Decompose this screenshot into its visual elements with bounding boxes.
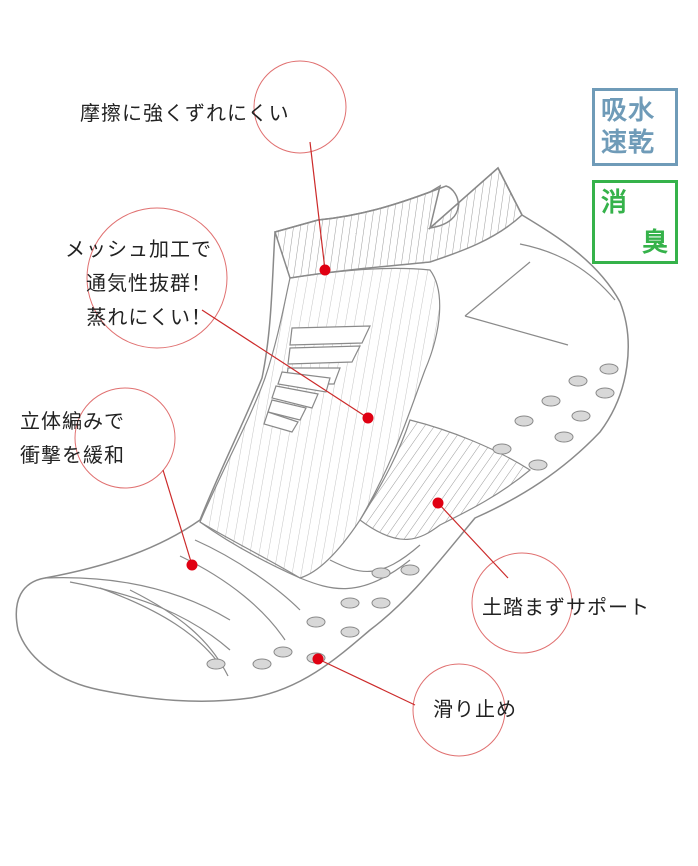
dot-grip xyxy=(312,653,324,665)
dot-cushion xyxy=(186,559,198,571)
callout-circles xyxy=(74,60,573,757)
cuff-ribbing xyxy=(274,166,523,279)
dot-shift xyxy=(319,264,331,276)
mesh-panel xyxy=(199,267,441,579)
toe-stripes xyxy=(44,521,421,677)
badge-absorb-line2: 速乾 xyxy=(601,128,656,158)
label-cushion: 立体編みで 衝撃を緩和 xyxy=(20,409,125,467)
vent-bars xyxy=(263,325,371,433)
callout-circle-shift xyxy=(253,60,347,154)
badge-deodor-line1: 消 xyxy=(601,188,629,218)
absorb-quickdry-badge: 吸水 速乾 xyxy=(592,88,678,166)
callout-circle-arch xyxy=(471,552,573,654)
instep-lines xyxy=(464,243,616,346)
deodorant-badge: 消 臭 xyxy=(592,180,678,264)
callout-dots xyxy=(186,264,444,665)
callout-circle-mesh xyxy=(86,207,228,349)
badge-absorb-line1: 吸水 xyxy=(601,96,656,126)
callout-circle-grip xyxy=(412,663,506,757)
arch-band xyxy=(359,419,532,540)
badge-deodor-line2: 臭 xyxy=(641,228,669,258)
dot-mesh xyxy=(362,412,374,424)
label-mesh: メッシュ加工で 通気性抜群！ 蒸れにくい！ xyxy=(65,237,212,329)
label-arch-support: 土踏まずサポート xyxy=(482,595,650,619)
label-grip: 滑り止め xyxy=(433,697,517,721)
dot-arch xyxy=(432,497,444,509)
callout-circle-cushion xyxy=(74,387,176,489)
leader-lines xyxy=(162,141,509,706)
grip-dots xyxy=(206,363,619,670)
label-anti-shift: 摩擦に強くずれにくい xyxy=(80,101,290,125)
